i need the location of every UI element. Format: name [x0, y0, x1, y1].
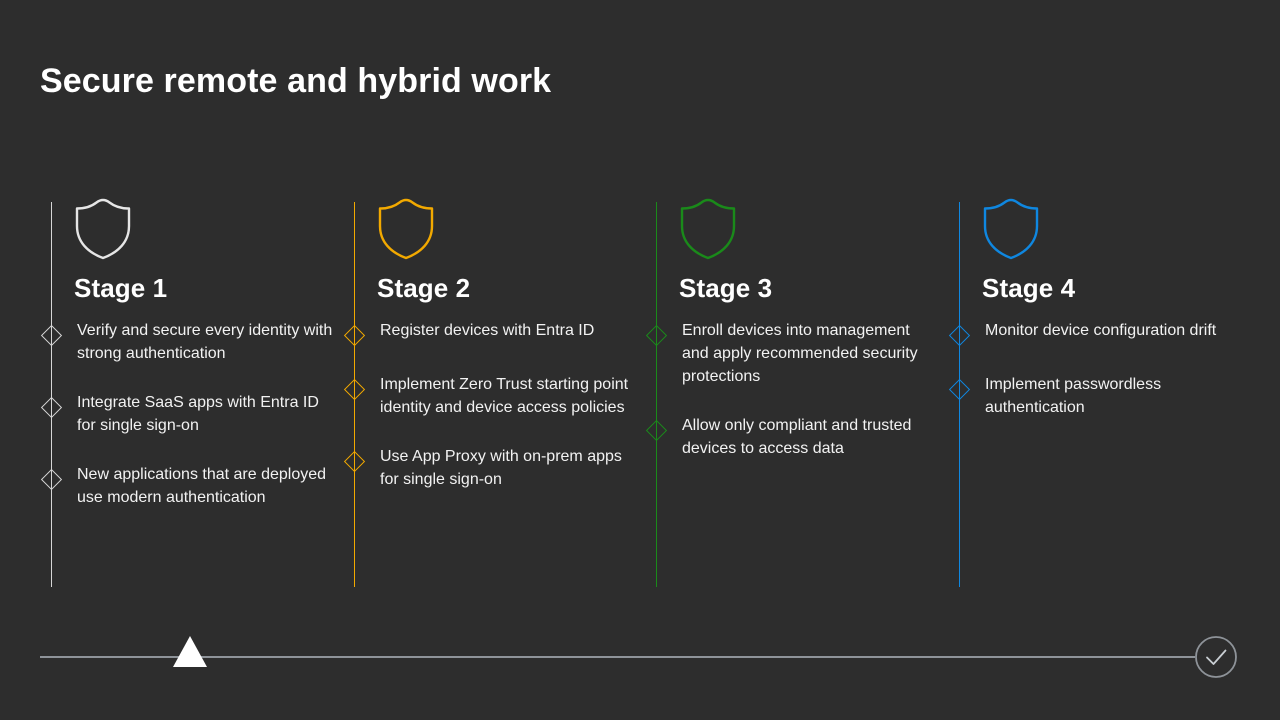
list-item-label: Enroll devices into management and apply… — [682, 322, 918, 385]
shield-icon — [377, 198, 435, 260]
diamond-bullet-icon — [343, 324, 366, 347]
stage-column-1: Stage 1 Verify and secure every identity… — [40, 195, 342, 595]
list-item-label: Allow only compliant and trusted devices… — [682, 417, 912, 457]
stage-column-4: Stage 4 Monitor device configuration dri… — [948, 195, 1250, 595]
list-item-label: Use App Proxy with on-prem apps for sing… — [380, 448, 622, 488]
shield-icon — [74, 198, 132, 260]
list-item-label: Register devices with Entra ID — [380, 322, 595, 339]
diamond-bullet-icon — [343, 378, 366, 401]
diamond-bullet-icon — [645, 419, 668, 442]
list-item: Register devices with Entra ID — [343, 319, 645, 347]
list-item-label: Verify and secure every identity with st… — [77, 322, 333, 362]
diamond-bullet-icon — [40, 396, 63, 419]
stage-column-2: Stage 2 Register devices with Entra ID I… — [343, 195, 645, 595]
check-circle-icon — [1194, 635, 1238, 679]
list-item: Implement passwordless authentication — [948, 373, 1250, 419]
triangle-marker-icon — [173, 636, 207, 667]
list-item: New applications that are deployed use m… — [40, 463, 342, 509]
list-item-label: New applications that are deployed use m… — [77, 466, 327, 506]
stage-rail — [656, 202, 657, 587]
diamond-bullet-icon — [343, 450, 366, 473]
list-item: Integrate SaaS apps with Entra ID for si… — [40, 391, 342, 437]
list-item: Implement Zero Trust starting point iden… — [343, 373, 645, 419]
stage-heading: Stage 3 — [679, 273, 773, 303]
stage-bullet-list: Register devices with Entra ID Implement… — [343, 319, 645, 491]
list-item-label: Monitor device configuration drift — [985, 322, 1217, 339]
list-item-label: Implement Zero Trust starting point iden… — [380, 376, 629, 416]
stage-bullet-list: Verify and secure every identity with st… — [40, 319, 342, 509]
diamond-bullet-icon — [645, 324, 668, 347]
stage-heading: Stage 2 — [377, 273, 471, 303]
shield-icon — [679, 198, 737, 260]
list-item: Verify and secure every identity with st… — [40, 319, 342, 365]
stage-heading: Stage 1 — [74, 273, 168, 303]
stage-column-3: Stage 3 Enroll devices into management a… — [645, 195, 947, 595]
stage-bullet-list: Monitor device configuration drift Imple… — [948, 319, 1250, 419]
stage-rail — [959, 202, 960, 587]
diamond-bullet-icon — [948, 324, 971, 347]
stage-rail — [51, 202, 52, 587]
list-item: Use App Proxy with on-prem apps for sing… — [343, 445, 645, 491]
list-item: Monitor device configuration drift — [948, 319, 1250, 347]
timeline-track — [40, 656, 1195, 658]
diamond-bullet-icon — [948, 378, 971, 401]
stages-container: Stage 1 Verify and secure every identity… — [0, 195, 1280, 595]
stage-rail — [354, 202, 355, 587]
diamond-bullet-icon — [40, 324, 63, 347]
page-title: Secure remote and hybrid work — [40, 62, 552, 100]
diamond-bullet-icon — [40, 468, 63, 491]
list-item: Enroll devices into management and apply… — [645, 319, 947, 388]
list-item-label: Integrate SaaS apps with Entra ID for si… — [77, 394, 319, 434]
shield-icon — [982, 198, 1040, 260]
stage-bullet-list: Enroll devices into management and apply… — [645, 319, 947, 460]
stage-heading: Stage 4 — [982, 273, 1076, 303]
list-item: Allow only compliant and trusted devices… — [645, 414, 947, 460]
list-item-label: Implement passwordless authentication — [985, 376, 1162, 416]
